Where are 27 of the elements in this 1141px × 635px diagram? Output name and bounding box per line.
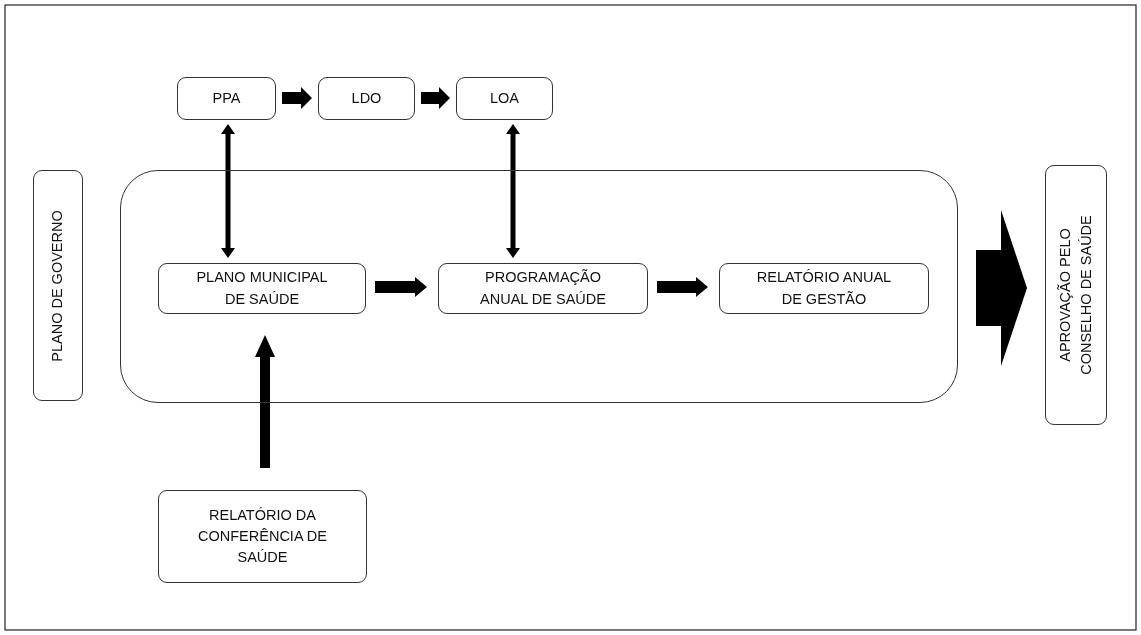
- process-box: [158, 490, 367, 583]
- process-box: [177, 77, 276, 120]
- arrow: [506, 124, 520, 258]
- node-text: APROVAÇÃO PELO CONSELHO DE SAÚDE: [1056, 214, 1095, 377]
- node-text: PPA: [212, 89, 241, 108]
- block-arrow: [255, 335, 275, 468]
- arrow: [221, 124, 235, 258]
- arrow: [657, 277, 708, 297]
- node-text: PROGRAMAÇÃO ANUAL DE SAÚDE: [479, 268, 607, 309]
- vertical-process-box: [33, 170, 83, 401]
- process-box: [438, 263, 648, 314]
- node-text: LOA: [490, 89, 519, 108]
- node-text: RELATÓRIO DA CONFERÊNCIA DE SAÚDE: [197, 505, 328, 567]
- vertical-process-box: [1045, 165, 1107, 425]
- node-text: PLANO DE GOVERNO: [48, 208, 67, 364]
- node-text: PLANO MUNICIPAL DE SAÚDE: [195, 268, 329, 309]
- node-text: RELATÓRIO ANUAL DE GESTÃO: [755, 268, 893, 309]
- node-text: LDO: [351, 89, 382, 108]
- arrow: [282, 87, 312, 109]
- container-box: [120, 170, 958, 403]
- arrow: [375, 277, 427, 297]
- process-box: [318, 77, 415, 120]
- process-box: [158, 263, 366, 314]
- process-box: [456, 77, 553, 120]
- process-box: [719, 263, 929, 314]
- arrow: [421, 87, 450, 109]
- block-arrow: [976, 210, 1027, 366]
